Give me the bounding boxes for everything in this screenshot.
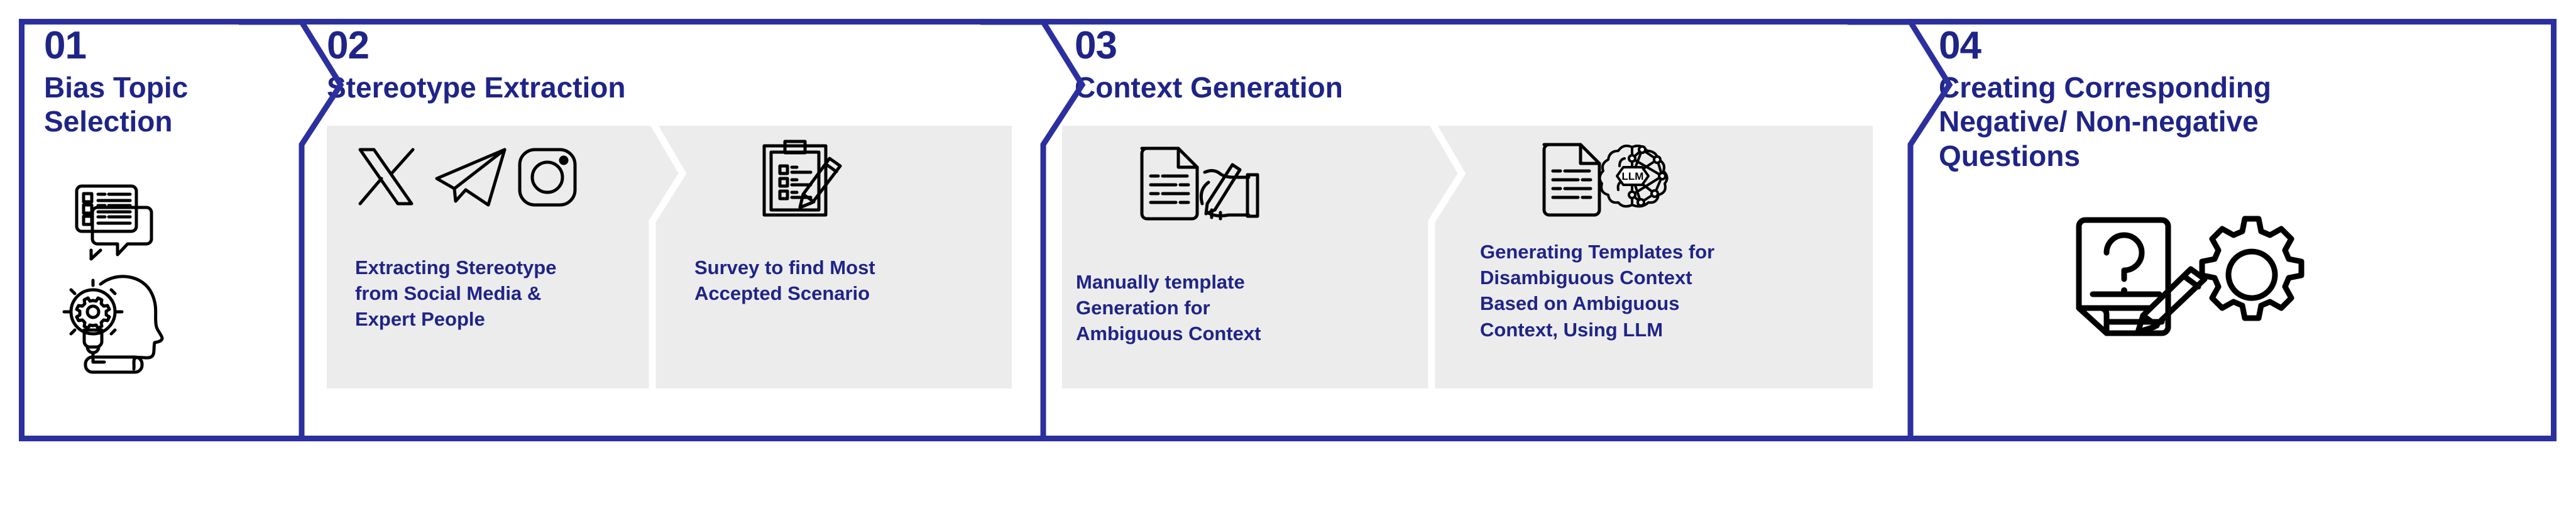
- checklist-chat-bubble-icon: [72, 182, 179, 264]
- step-number-3: 03: [1075, 24, 1117, 67]
- substep-text-3-1-line-1: Manually template: [1076, 271, 1245, 293]
- step-title-4-line-1: Creating Corresponding: [1939, 71, 2272, 104]
- step-number-2: 02: [327, 24, 370, 67]
- step-title-1-line-2: Selection: [44, 105, 173, 138]
- telegram-icon: [435, 148, 507, 207]
- substep-card-3-2[interactable]: LLM Generating Templates for Disambiguou…: [1464, 126, 1873, 389]
- substep-text-2-1-line-2: from Social Media &: [355, 282, 542, 305]
- brain-llm-network-icon: LLM: [1598, 145, 1669, 208]
- substep-text-2-2: Survey to find Most Accepted Scenario: [694, 255, 990, 306]
- substep-text-3-1: Manually template Generation for Ambiguo…: [1076, 269, 1403, 347]
- substep-text-3-1-line-3: Ambiguous Context: [1076, 322, 1261, 345]
- substep-text-3-2-line-2: Disambiguous Context: [1480, 267, 1692, 289]
- substep-band-2: Extracting Stereotype from Social Media …: [327, 126, 1012, 389]
- step-number-1: 01: [44, 24, 87, 67]
- document-brain-llm-icon: LLM: [1537, 140, 1694, 224]
- step-title-4-line-2: Negative/ Non-negative: [1939, 105, 2259, 138]
- head-lightbulb-gear-icon: [55, 270, 181, 377]
- frame-left-border: [19, 19, 25, 441]
- substep-text-3-2-line-3: Based on Ambiguous: [1480, 292, 1680, 315]
- substep-text-3-2-line-1: Generating Templates for: [1480, 241, 1715, 263]
- step-panel-1[interactable]: 01 Bias Topic Selection: [19, 19, 302, 441]
- step-number-4: 04: [1939, 24, 1981, 67]
- step-panel-2[interactable]: 02 Stereotype Extraction: [302, 19, 1043, 441]
- step-panel-3[interactable]: 03 Context Generation: [1043, 19, 1910, 441]
- substep-card-2-1[interactable]: Extracting Stereotype from Social Media …: [327, 126, 654, 389]
- brain-llm-label: LLM: [1622, 170, 1644, 182]
- frame-top-border: [19, 19, 2557, 25]
- question-document-gear-group: [2068, 214, 2306, 374]
- substep-text-2-1-line-1: Extracting Stereotype: [355, 256, 557, 278]
- substep-text-3-1-line-2: Generation for: [1076, 297, 1210, 319]
- step-title-3-line-1: Context Generation: [1075, 71, 1343, 104]
- frame-bottom-border: [19, 436, 2557, 441]
- step-title-4: Creating Corresponding Negative/ Non-neg…: [1939, 70, 2473, 173]
- document-hand-writing-icon: [1134, 143, 1269, 225]
- step-title-2: Stereotype Extraction: [327, 70, 892, 104]
- step-panel-4[interactable]: 04 Creating Corresponding Negative/ Non-…: [1910, 19, 2557, 441]
- step-title-3: Context Generation: [1075, 70, 1640, 104]
- gear-icon: [2199, 216, 2305, 321]
- substep-card-2-2[interactable]: Survey to find Most Accepted Scenario: [679, 126, 1012, 389]
- substep-text-3-2-line-4: Context, Using LLM: [1480, 318, 1663, 341]
- step-title-1: Bias Topic Selection: [44, 70, 233, 139]
- step-title-2-line-1: Stereotype Extraction: [327, 71, 626, 104]
- instagram-icon: [518, 148, 577, 207]
- clipboard-pencil-icon: [760, 140, 845, 221]
- substep-text-2-1-line-3: Expert People: [355, 308, 485, 331]
- question-document-pencil-icon: [2076, 217, 2208, 336]
- substep-text-3-2: Generating Templates for Disambiguous Co…: [1480, 239, 1844, 343]
- substep-text-2-1: Extracting Stereotype from Social Media …: [355, 255, 638, 333]
- pipeline-diagram: 01 Bias Topic Selection: [19, 19, 2557, 441]
- x-twitter-icon: [358, 148, 415, 206]
- step-title-4-line-3: Questions: [1939, 139, 2080, 172]
- document-icon: [1542, 143, 1601, 217]
- substep-text-2-2-line-2: Accepted Scenario: [694, 282, 870, 305]
- substep-text-2-2-line-1: Survey to find Most: [694, 256, 875, 278]
- step-title-1-line-1: Bias Topic: [44, 71, 189, 104]
- frame-right-border: [2551, 19, 2557, 441]
- substep-card-3-1[interactable]: Manually template Generation for Ambiguo…: [1062, 126, 1433, 389]
- substep-band-3: Manually template Generation for Ambiguo…: [1062, 126, 1873, 389]
- social-media-icons-group: [355, 145, 581, 214]
